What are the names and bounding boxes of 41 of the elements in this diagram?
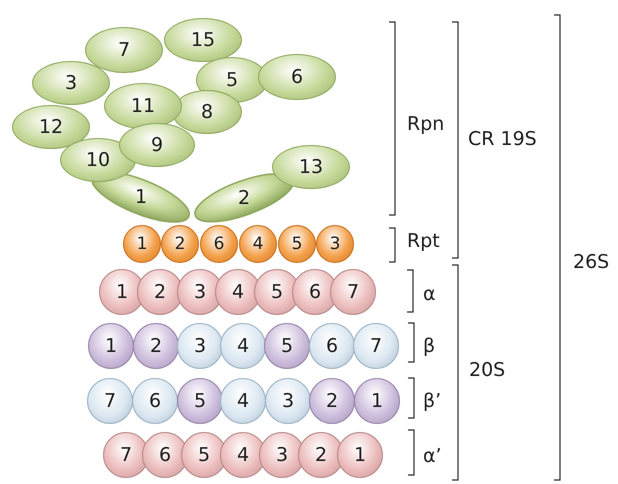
subunit-sphere: 1 [88, 323, 134, 369]
bracket-label: β [423, 335, 436, 357]
subunit-sphere: 1 [123, 225, 161, 263]
subunit-sphere: 2 [161, 225, 199, 263]
subunit-sphere: 4 [220, 323, 266, 369]
subunit-sphere: 5 [177, 378, 223, 424]
bracket-label: β’ [423, 390, 442, 412]
subunit-sphere: 2 [309, 378, 355, 424]
subunit-sphere: 6 [309, 323, 355, 369]
subunit-sphere: 1 [337, 432, 383, 478]
subunit-sphere: 3 [265, 378, 311, 424]
subunit-ellipse: 2 [194, 173, 294, 223]
subunit-sphere: 7 [330, 269, 376, 315]
subunit-sphere: 4 [220, 378, 266, 424]
subunit-sphere: 7 [87, 378, 133, 424]
subunit-ellipse: 9 [119, 123, 195, 167]
bracket-label: α’ [423, 445, 442, 467]
subunit-sphere: 5 [278, 225, 316, 263]
bracket-label: 26S [573, 251, 610, 273]
subunit-sphere: 3 [177, 323, 223, 369]
subunit-sphere: 1 [354, 378, 400, 424]
subunit-ellipse: 15 [164, 18, 242, 62]
subunit-ellipse: 12 [12, 105, 90, 149]
subunit-sphere: 7 [353, 323, 399, 369]
subunit-ellipse: 1 [91, 171, 191, 223]
bracket-label: Rpt [407, 230, 440, 252]
subunit-ellipse: 13 [272, 145, 350, 189]
bracket-label: 20S [469, 359, 506, 381]
subunit-sphere: 6 [132, 378, 178, 424]
subunit-sphere: 6 [200, 225, 238, 263]
subunit-ellipse: 6 [258, 54, 336, 100]
bracket-label: α [423, 283, 436, 305]
subunit-sphere: 3 [316, 225, 354, 263]
subunit-sphere: 5 [264, 323, 310, 369]
subunit-ellipse: 11 [104, 83, 182, 129]
subunit-sphere: 2 [133, 323, 179, 369]
bracket-label: CR 19S [468, 128, 537, 150]
subunit-sphere: 4 [239, 225, 277, 263]
subunit-ellipse: 3 [32, 61, 110, 105]
bracket-label: Rpn [407, 113, 444, 135]
subunit-ellipse: 7 [85, 27, 163, 73]
